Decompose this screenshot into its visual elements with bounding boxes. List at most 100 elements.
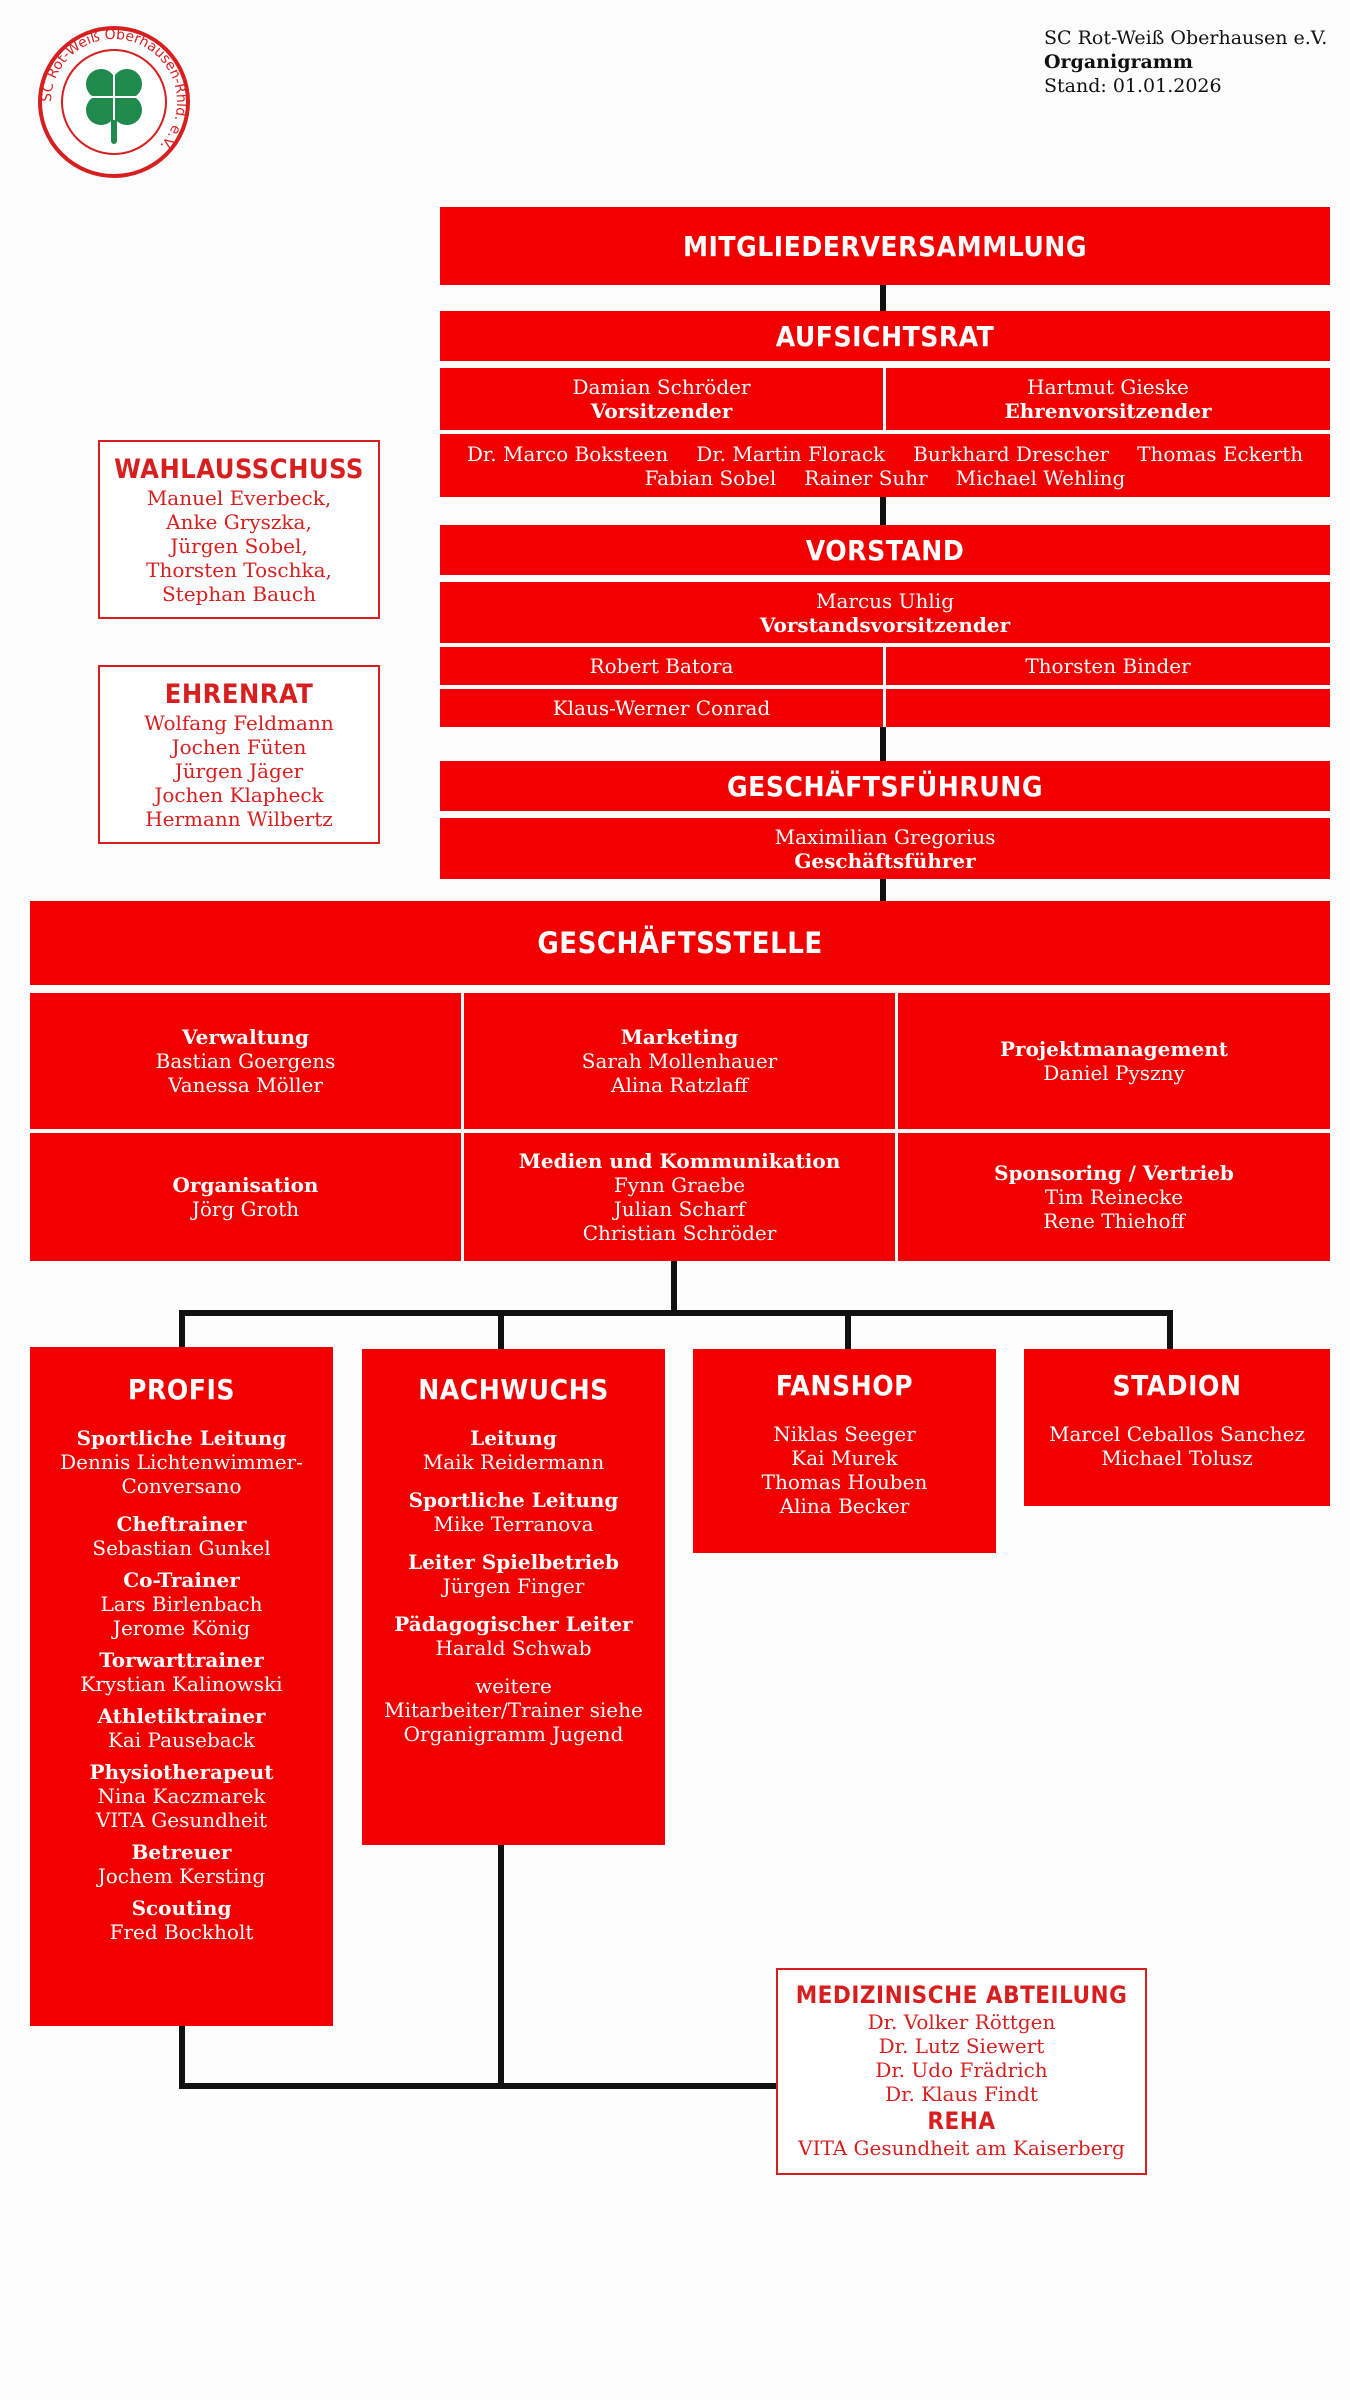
four-leaf-clover-icon: SC Rot-Weiß Oberhausen-Rhld. e.V. xyxy=(38,26,190,178)
stadion-title: STADION xyxy=(1112,1369,1242,1402)
role-group: Athletiktrainer Kai Pauseback xyxy=(30,1704,333,1752)
note-line: weitere xyxy=(475,1674,552,1698)
person-name: Fred Bockholt xyxy=(109,1920,254,1944)
person-role: Geschäftsführer xyxy=(794,848,976,873)
role-group: Betreuer Jochem Kersting xyxy=(30,1840,333,1888)
person-name: Jörg Groth xyxy=(191,1197,300,1221)
connector xyxy=(179,2026,185,2089)
vorstand-empty-cell xyxy=(886,689,1330,727)
gs-cell-organisation: Organisation Jörg Groth xyxy=(30,1133,461,1261)
role-group: Leitung Maik Reidermann xyxy=(362,1426,665,1474)
gs-cell-sponsoring: Sponsoring / Vertrieb Tim Reinecke Rene … xyxy=(898,1133,1330,1261)
role-label: Sportliche Leitung xyxy=(76,1426,287,1450)
geschaeftsstelle-title: GESCHÄFTSSTELLE xyxy=(537,926,823,960)
ehrenrat-title: EHRENRAT xyxy=(164,678,314,710)
person-name: Stephan Bauch xyxy=(161,581,316,606)
nachwuchs-note: weitere Mitarbeiter/Trainer siehe Organi… xyxy=(362,1674,665,1746)
person-name: Robert Batora xyxy=(589,654,734,678)
connector xyxy=(498,1845,504,2089)
gf-person: Maximilian Gregorius Geschäftsführer xyxy=(440,818,1330,879)
role-label: Athletiktrainer xyxy=(97,1704,266,1728)
role-label: Cheftrainer xyxy=(116,1512,247,1536)
role-label: Leitung xyxy=(470,1426,557,1450)
ehrenrat-box: EHRENRAT Wolfang Feldmann Jochen Füten J… xyxy=(98,665,380,844)
member-name: Michael Wehling xyxy=(955,465,1126,490)
role-group: Leiter Spielbetrieb Jürgen Finger xyxy=(362,1550,665,1598)
role-label: Physiotherapeut xyxy=(89,1760,274,1784)
person-name: Krystian Kalinowski xyxy=(80,1672,283,1696)
person-name: Alina Ratzlaff xyxy=(611,1073,748,1097)
dept-head: Organisation xyxy=(172,1173,319,1197)
member-name: Fabian Sobel xyxy=(644,465,777,490)
doc-title: Organigramm xyxy=(1044,51,1194,73)
aufsichtsrat-title: AUFSICHTSRAT xyxy=(775,319,995,353)
person-name: Jürgen Jäger xyxy=(174,758,304,783)
wahlausschuss-box: WAHLAUSSCHUSS Manuel Everbeck, Anke Grys… xyxy=(98,440,380,619)
person-name: Tim Reinecke xyxy=(1044,1185,1184,1209)
role-group: Sportliche Leitung Mike Terranova xyxy=(362,1488,665,1536)
profis-box: PROFIS Sportliche Leitung Dennis Lichten… xyxy=(30,1347,333,2026)
vorstand-chair: Marcus Uhlig Vorstandsvorsitzender xyxy=(440,582,1330,643)
person-name: Rene Thiehoff xyxy=(1043,1209,1185,1233)
person-name: Lars Birlenbach xyxy=(100,1592,263,1616)
person-name: Jochem Kersting xyxy=(97,1864,266,1888)
club-name: SC Rot-Weiß Oberhausen e.V. xyxy=(1044,27,1328,49)
dept-head: Medien und Kommunikation xyxy=(518,1149,841,1173)
member-name: Dr. Martin Florack xyxy=(696,441,886,466)
member-name: Rainer Suhr xyxy=(804,465,928,490)
connector xyxy=(179,2083,779,2089)
geschaeftsstelle-title-box: GESCHÄFTSSTELLE xyxy=(30,901,1330,985)
connector xyxy=(880,285,886,311)
person-name: Marcus Uhlig xyxy=(816,588,954,613)
role-group: Physiotherapeut Nina Kaczmarek VITA Gesu… xyxy=(30,1760,333,1832)
medizin-title: MEDIZINISCHE ABTEILUNG xyxy=(795,1981,1128,2009)
person-name: Marcel Ceballos Sanchez xyxy=(1048,1422,1306,1446)
vorstand-member: Robert Batora xyxy=(440,647,883,685)
aufsichtsrat-chair: Damian Schröder Vorsitzender xyxy=(440,368,883,430)
role-group: Scouting Fred Bockholt xyxy=(30,1896,333,1944)
person-name: Dr. Udo Frädrich xyxy=(875,2058,1048,2082)
person-name: Manuel Everbeck, xyxy=(146,485,332,510)
person-name: Sebastian Gunkel xyxy=(92,1536,271,1560)
members-line: Dr. Marco Boksteen Dr. Martin Florack Bu… xyxy=(467,442,1303,466)
person-name: Dr. Volker Röttgen xyxy=(867,2010,1056,2034)
nachwuchs-box: NACHWUCHS Leitung Maik Reidermann Sportl… xyxy=(362,1349,665,1845)
person-name: Wolfang Feldmann xyxy=(144,710,334,735)
aufsichtsrat-honorary-chair: Hartmut Gieske Ehrenvorsitzender xyxy=(886,368,1330,430)
person-name: Dr. Klaus Findt xyxy=(885,2082,1038,2106)
reha-title: REHA xyxy=(927,2107,996,2135)
dept-head: Marketing xyxy=(620,1025,739,1049)
stadion-box: STADION Marcel Ceballos Sanchez Michael … xyxy=(1024,1349,1330,1506)
document-header: SC Rot-Weiß Oberhausen e.V. Organigramm … xyxy=(1044,26,1327,98)
doc-date: Stand: 01.01.2026 xyxy=(1044,75,1222,97)
person-name: Conversano xyxy=(121,1474,242,1498)
person-role: Ehrenvorsitzender xyxy=(1004,399,1212,423)
member-name: Thomas Eckerth xyxy=(1137,441,1304,466)
person-name: Hartmut Gieske xyxy=(1027,375,1189,399)
connector xyxy=(1167,1310,1173,1354)
role-group: Co-Trainer Lars Birlenbach Jerome König xyxy=(30,1568,333,1640)
gs-cell-marketing: Marketing Sarah Mollenhauer Alina Ratzla… xyxy=(464,993,895,1129)
members-line: Fabian Sobel Rainer Suhr Michael Wehling xyxy=(645,466,1126,490)
fanshop-title: FANSHOP xyxy=(775,1369,914,1402)
role-group: Pädagogischer Leiter Harald Schwab xyxy=(362,1612,665,1660)
vorstand-title-box: VORSTAND xyxy=(440,525,1330,575)
mitgliederversammlung-box: MITGLIEDERVERSAMMLUNG xyxy=(440,207,1330,285)
vorstand-member: Thorsten Binder xyxy=(886,647,1330,685)
person-role: Vorsitzender xyxy=(590,399,733,423)
person-name: Thorsten Binder xyxy=(1025,654,1191,678)
connector xyxy=(880,497,886,525)
role-group: Cheftrainer Sebastian Gunkel xyxy=(30,1512,333,1560)
person-name: Julian Scharf xyxy=(613,1197,746,1221)
connector xyxy=(179,1310,185,1352)
dept-head: Verwaltung xyxy=(181,1025,310,1049)
person-name: Michael Tolusz xyxy=(1101,1446,1253,1470)
member-name: Dr. Marco Boksteen xyxy=(466,441,669,466)
person-name: Anke Gryszka, xyxy=(166,509,312,534)
vorstand-member: Klaus-Werner Conrad xyxy=(440,689,883,727)
person-name: Klaus-Werner Conrad xyxy=(552,696,771,720)
note-line: Mitarbeiter/Trainer siehe xyxy=(384,1698,643,1722)
connector xyxy=(179,1310,1173,1316)
person-name: Jochen Klapheck xyxy=(154,782,324,807)
person-name: Bastian Goergens xyxy=(155,1049,336,1073)
